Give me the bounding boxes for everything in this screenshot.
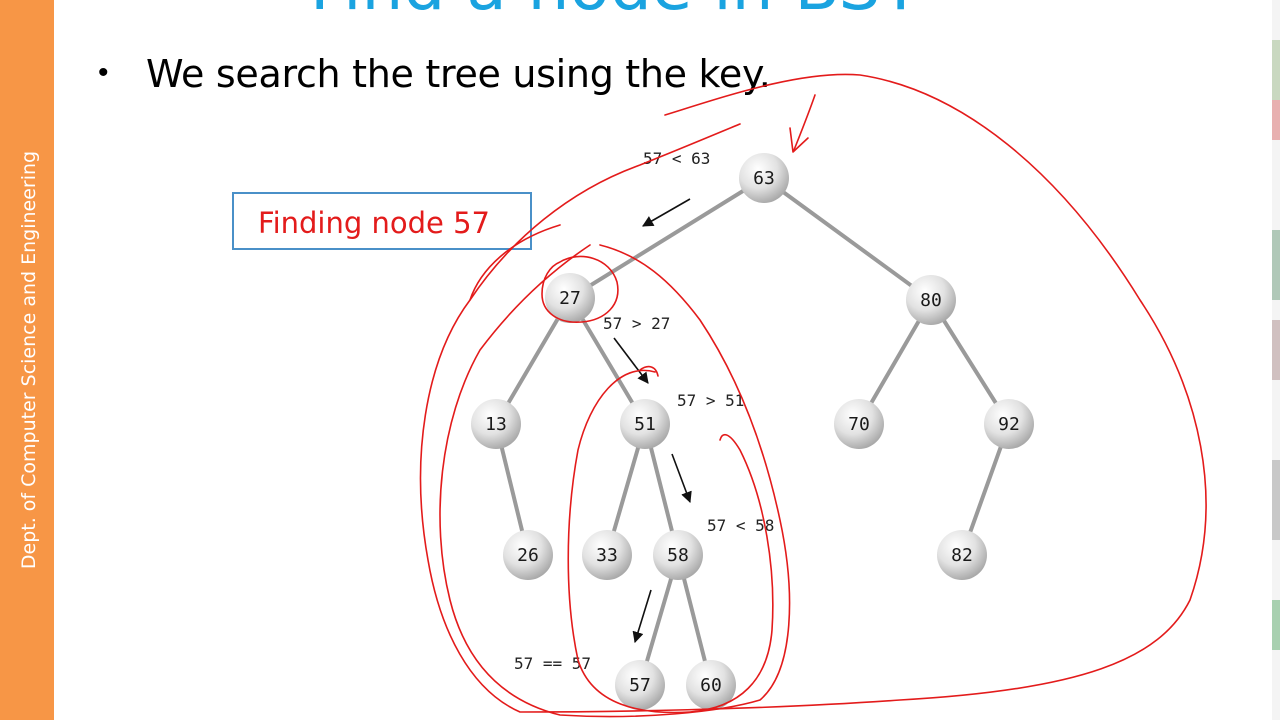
callout-box: Finding node 57 bbox=[232, 192, 532, 250]
tree-node-92: 92 bbox=[984, 399, 1034, 449]
handwritten-annotations bbox=[419, 73, 1207, 718]
arrow-icon bbox=[632, 589, 652, 644]
callout-text: Finding node 57 bbox=[258, 206, 490, 240]
tree-node-82: 82 bbox=[937, 530, 987, 580]
annotation-start-arrow bbox=[793, 94, 816, 151]
tree-node-60: 60 bbox=[686, 660, 736, 710]
node-label-27: 27 bbox=[559, 288, 581, 309]
arrow-icon bbox=[642, 198, 691, 227]
slide-title: Find a node in BST bbox=[310, 0, 921, 25]
tree-node-80: 80 bbox=[906, 275, 956, 325]
tree-node-26: 26 bbox=[503, 530, 553, 580]
node-label-33: 33 bbox=[596, 545, 618, 566]
comparison-label: 57 < 58 bbox=[707, 516, 774, 535]
annotation-whole-tree-loop bbox=[419, 73, 1207, 713]
right-edge-strip bbox=[1272, 0, 1280, 720]
bullet-text: We search the tree using the key. bbox=[146, 52, 771, 96]
annotation-stroke bbox=[639, 365, 659, 377]
comparison-label: 57 > 51 bbox=[677, 391, 744, 410]
tree-node-27: 27 bbox=[545, 273, 595, 323]
node-label-70: 70 bbox=[848, 414, 870, 435]
node-label-58: 58 bbox=[667, 545, 689, 566]
node-label-13: 13 bbox=[485, 414, 507, 435]
tree-node-63: 63 bbox=[739, 153, 789, 203]
node-label-82: 82 bbox=[951, 545, 973, 566]
node-label-60: 60 bbox=[700, 675, 722, 696]
annotation-left-subtree-loop bbox=[439, 244, 791, 718]
node-label-26: 26 bbox=[517, 545, 539, 566]
tree-node-70: 70 bbox=[834, 399, 884, 449]
annotation-right-subtree-loop bbox=[567, 369, 774, 714]
node-label-51: 51 bbox=[634, 414, 656, 435]
tree-edges bbox=[494, 176, 1011, 687]
node-label-80: 80 bbox=[920, 290, 942, 311]
tree-node-57: 57 bbox=[615, 660, 665, 710]
node-label-57: 57 bbox=[629, 675, 651, 696]
search-path-arrows bbox=[613, 198, 692, 644]
comparison-label: 57 > 27 bbox=[603, 314, 670, 333]
comparison-label: 57 == 57 bbox=[514, 654, 591, 673]
comparison-label: 57 < 63 bbox=[643, 149, 710, 168]
tree-node-33: 33 bbox=[582, 530, 632, 580]
edge-63-27 bbox=[568, 176, 766, 300]
annotation-stroke bbox=[469, 224, 561, 301]
arrow-icon bbox=[613, 337, 649, 384]
arrow-head-icon bbox=[789, 127, 809, 153]
tree-node-58: 58 bbox=[653, 530, 703, 580]
edge-63-80 bbox=[762, 176, 933, 302]
sidebar: Dept. of Computer Science and Engineerin… bbox=[0, 0, 54, 720]
annotation-circle-27 bbox=[541, 255, 619, 323]
node-label-92: 92 bbox=[998, 414, 1020, 435]
tree-node-51: 51 bbox=[620, 399, 670, 449]
bullet-marker: • bbox=[98, 56, 109, 89]
tree-node-13: 13 bbox=[471, 399, 521, 449]
arrow-icon bbox=[671, 453, 692, 504]
node-label-63: 63 bbox=[753, 168, 775, 189]
